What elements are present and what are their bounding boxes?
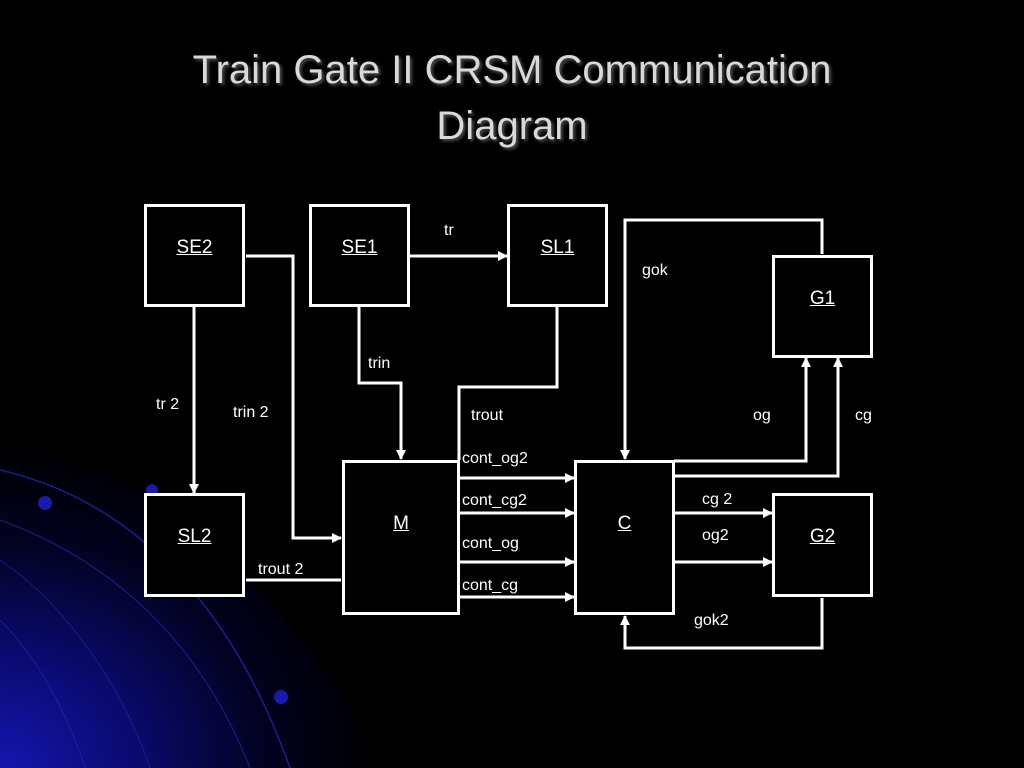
node-g2-label: G2 [809, 526, 836, 547]
node-se2: SE2 [144, 204, 245, 307]
label-cg: cg [855, 407, 872, 424]
node-g2: G2 [772, 493, 873, 597]
label-cont-cg: cont_cg [462, 577, 519, 594]
node-c: C [574, 460, 675, 615]
node-se2-label: SE2 [176, 237, 213, 258]
node-m: M [342, 460, 460, 615]
node-g1-label: G1 [809, 288, 836, 309]
wire-trin [357, 307, 406, 460]
wire-og [674, 357, 811, 463]
label-cont-og2: cont_og2 [462, 450, 528, 467]
node-sl2-label: SL2 [177, 526, 212, 547]
title-line-2: Diagram [436, 104, 588, 148]
label-trout2: trout 2 [258, 561, 304, 578]
label-og: og [753, 407, 771, 424]
title-line-1: Train Gate II CRSM Communication [192, 48, 832, 92]
label-trin2: trin 2 [233, 404, 269, 421]
label-gok2: gok2 [694, 612, 729, 629]
wire-trout [457, 307, 559, 460]
label-tr: tr [444, 222, 454, 239]
label-cont-og: cont_og [462, 535, 519, 552]
label-trin: trin [368, 355, 391, 372]
node-sl1-label: SL1 [540, 237, 575, 258]
label-trout: trout [471, 407, 504, 424]
label-cont-cg2: cont_cg2 [462, 492, 527, 509]
label-cg2: cg 2 [702, 491, 733, 508]
node-sl1: SL1 [507, 204, 608, 307]
wire-cg [674, 357, 843, 478]
wire-trin2 [246, 254, 342, 543]
label-gok: gok [642, 262, 668, 279]
node-m-label: M [393, 513, 409, 534]
label-og2: og2 [702, 527, 729, 544]
node-c-label: C [617, 513, 632, 534]
node-g1: G1 [772, 255, 873, 358]
page-title: Train Gate II CRSM Communication Diagram [0, 42, 1024, 154]
node-se1-label: SE1 [341, 237, 378, 258]
wire-gok [620, 218, 824, 460]
wire-gok2 [620, 598, 824, 650]
node-se1: SE1 [309, 204, 410, 307]
node-sl2: SL2 [144, 493, 245, 597]
label-tr2: tr 2 [156, 396, 180, 413]
